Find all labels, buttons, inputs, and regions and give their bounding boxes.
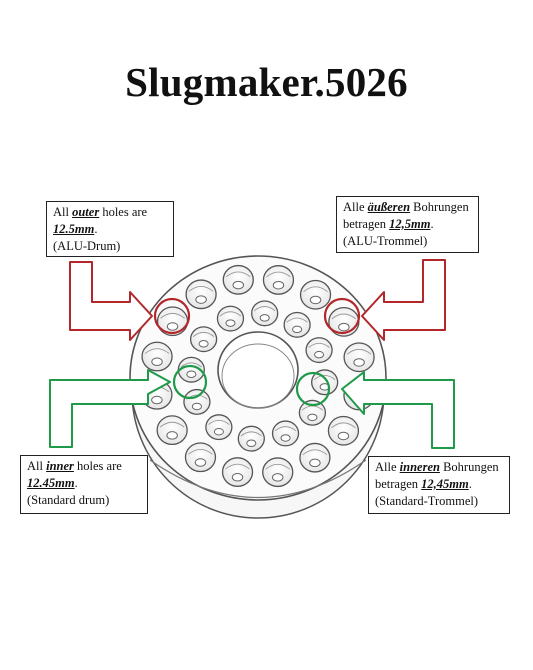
inner-hole <box>205 414 233 441</box>
outer-hole <box>221 457 254 487</box>
outer-hole <box>262 457 294 488</box>
outer-hole <box>156 306 189 337</box>
note-outer-holes-en: All outer holes are 12.5mm. (ALU-Drum) <box>46 201 174 257</box>
outer-hole <box>185 279 217 310</box>
outer-arrow-right <box>361 259 446 341</box>
outer-hole <box>343 342 375 373</box>
inner-hole-highlight-right <box>295 371 331 407</box>
inner-hole <box>177 356 205 383</box>
outer-hole <box>299 279 332 310</box>
inner-hole <box>271 420 300 447</box>
inner-arrow-right <box>341 371 455 449</box>
outer-hole <box>299 442 331 473</box>
outer-hole <box>184 442 217 473</box>
page-title: Slugmaker.5026 <box>125 59 408 105</box>
outer-hole <box>156 415 188 446</box>
inner-hole <box>237 425 265 452</box>
inner-hole <box>216 305 245 332</box>
inner-hole <box>251 300 279 327</box>
note-inner-holes-de: Alle inneren Bohrungen betragen 12,45mm.… <box>368 456 510 514</box>
inner-arrow-left <box>49 369 171 448</box>
note-outer-holes-de: Alle äußeren Bohrungen betragen 12,5mm. … <box>336 196 479 253</box>
outer-hole-highlight-left <box>153 297 191 335</box>
outer-hole <box>222 264 254 295</box>
inner-hole <box>189 326 218 353</box>
inner-hole <box>283 311 311 338</box>
outer-hole <box>141 341 173 372</box>
inner-hole-highlight-left <box>172 364 208 400</box>
inner-hole <box>183 388 211 415</box>
note-inner-holes-en: All inner holes are 12.45mm. (Standard d… <box>20 455 148 514</box>
outer-hole-highlight-right <box>323 297 361 335</box>
drum-holes <box>141 264 375 488</box>
outer-hole <box>262 265 295 295</box>
outer-arrow-left <box>69 261 153 341</box>
inner-hole <box>305 337 333 364</box>
drum-rim <box>149 459 367 499</box>
outer-hole <box>327 415 360 446</box>
